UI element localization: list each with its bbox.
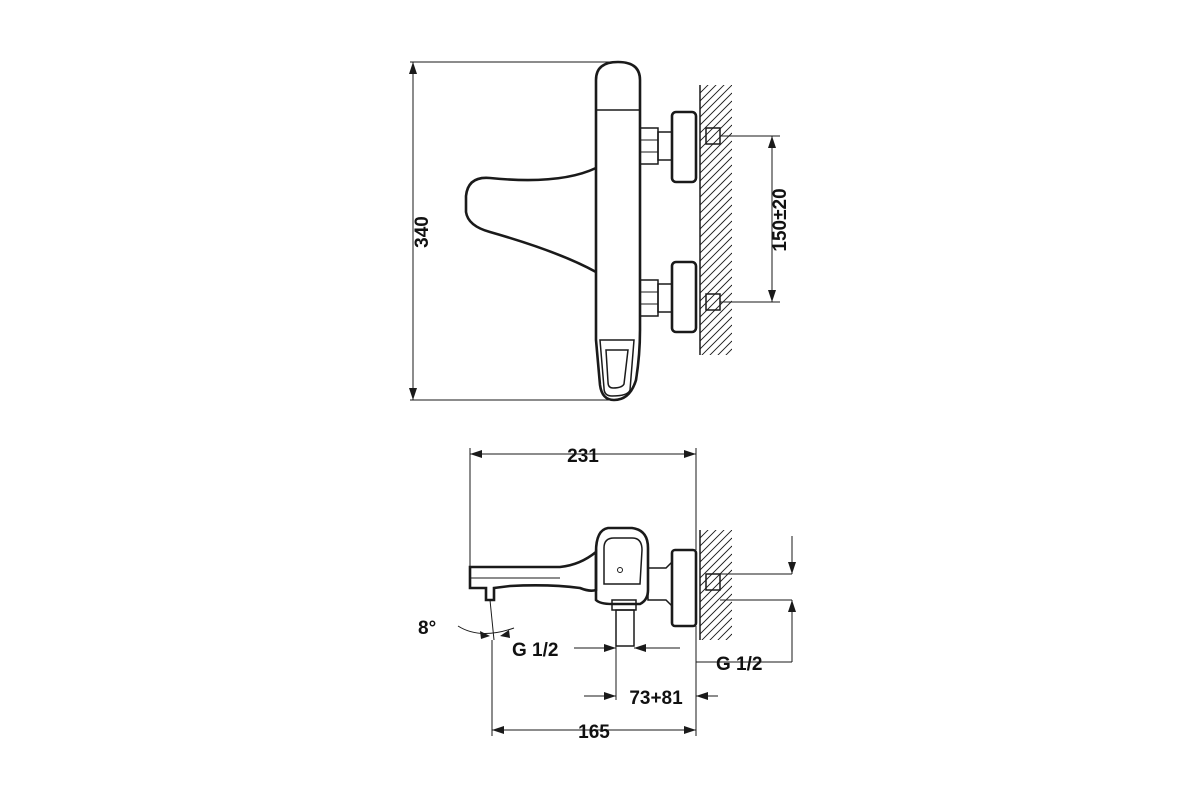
hatch-line (700, 545, 732, 579)
hatch-line (700, 228, 732, 262)
hatch-line (700, 252, 732, 286)
hatch-line (700, 220, 732, 254)
hatch-line (700, 140, 732, 174)
dimension-outlet-thread-label: G 1/2 (512, 640, 558, 661)
hatch-line (700, 85, 732, 118)
hatch-line (700, 530, 709, 539)
dimension-angle: 8° (418, 599, 515, 641)
side-view: 231 8° G 1/2 G 1/2 (418, 446, 796, 743)
hatch-line (700, 530, 717, 547)
hatch-line (700, 530, 732, 563)
hatch-line (700, 530, 701, 531)
dimension-outlet-thread: G 1/2 (512, 640, 680, 700)
hatch-line (701, 609, 732, 640)
hatch-line (700, 308, 732, 342)
hatch-line (700, 204, 732, 238)
hatch-line (725, 633, 732, 640)
hatch-line (700, 180, 732, 214)
hatch-line (700, 85, 709, 94)
mixer-body-front (464, 60, 642, 402)
hatch-line (700, 85, 701, 86)
hatch-line (700, 268, 732, 302)
dimension-height-label: 340 (412, 216, 433, 248)
dimension-spout-reach: 165 (491, 640, 696, 743)
hatch-line (700, 357, 732, 389)
hatch-line (700, 300, 732, 334)
hatch-line (700, 276, 732, 310)
hatch-line (700, 92, 732, 126)
wall-hatching-bottom (699, 530, 732, 640)
front-view: 340 150±20 (409, 60, 791, 402)
hatch-line (700, 172, 732, 206)
connector-upper (639, 110, 721, 184)
hatch-line (700, 156, 732, 190)
hatch-line (700, 124, 732, 158)
hatch-line (700, 292, 732, 326)
hatch-line (700, 577, 732, 611)
dimension-wall-offset-label: 73+81 (629, 688, 683, 709)
dimension-inlet-thread-label: G 1/2 (716, 654, 762, 675)
dimension-depth-label: 231 (567, 446, 599, 467)
hatch-line (725, 348, 732, 355)
hatch-line (700, 284, 732, 318)
hatch-line (700, 553, 732, 587)
mixer-body-side (468, 526, 792, 647)
hatch-line (700, 537, 732, 571)
hatch-line (717, 340, 732, 355)
hatch-line (700, 188, 732, 222)
connector-lower (639, 260, 721, 334)
hatch-line (700, 132, 732, 166)
hatch-line (700, 148, 732, 182)
hatch-line (717, 625, 732, 640)
hatch-line (700, 164, 732, 198)
hatch-line (700, 569, 732, 603)
hatch-line (700, 85, 717, 102)
wall-hatching-top (699, 85, 732, 389)
hatch-line (701, 324, 732, 355)
dimension-spout-reach-label: 165 (578, 722, 610, 743)
hatch-line (700, 236, 732, 270)
hatch-line (700, 196, 732, 230)
hatch-line (700, 601, 732, 635)
hatch-line (709, 332, 732, 355)
dimension-wall-offset: 73+81 (584, 626, 718, 736)
hatch-line (709, 617, 732, 640)
hatch-line (700, 530, 725, 555)
hatch-line (700, 316, 732, 350)
dimension-inlet-spacing: 150±20 (720, 135, 791, 303)
dimension-inlet-spacing-label: 150±20 (770, 188, 791, 251)
dimension-angle-label: 8° (418, 618, 436, 639)
dimension-height: 340 (409, 61, 616, 401)
hatch-line (700, 85, 725, 110)
hatch-line (700, 561, 732, 595)
hatch-line (700, 585, 732, 619)
hatch-line (700, 244, 732, 278)
hatch-line (700, 212, 732, 246)
dimension-depth: 231 (469, 446, 697, 567)
hatch-line (700, 260, 732, 294)
hatch-line (700, 593, 732, 627)
dimension-inlet-thread: G 1/2 (696, 536, 796, 675)
